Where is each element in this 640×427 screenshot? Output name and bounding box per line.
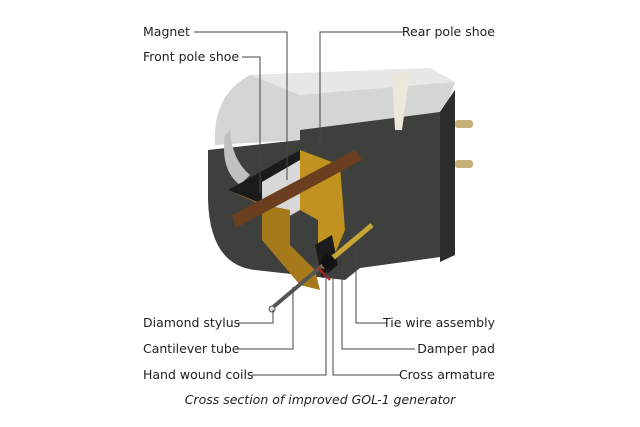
label-tie-wire-assembly: Tie wire assembly (383, 315, 495, 330)
label-rear-pole-shoe: Rear pole shoe (401, 24, 495, 39)
label-magnet: Magnet (143, 24, 190, 39)
label-front-pole-shoe: Front pole shoe (143, 49, 240, 64)
leader-lines (194, 31, 415, 376)
label-cross-armature: Cross armature (398, 367, 495, 382)
figure-caption: Cross section of improved GOL-1 generato… (184, 392, 456, 407)
stylus-assembly (268, 223, 374, 313)
label-damper-pad: Damper pad (417, 341, 495, 356)
label-cantilever-tube: Cantilever tube (143, 341, 240, 356)
label-hand-wound-coils: Hand wound coils (143, 367, 254, 382)
label-diamond-stylus: Diamond stylus (143, 315, 241, 330)
